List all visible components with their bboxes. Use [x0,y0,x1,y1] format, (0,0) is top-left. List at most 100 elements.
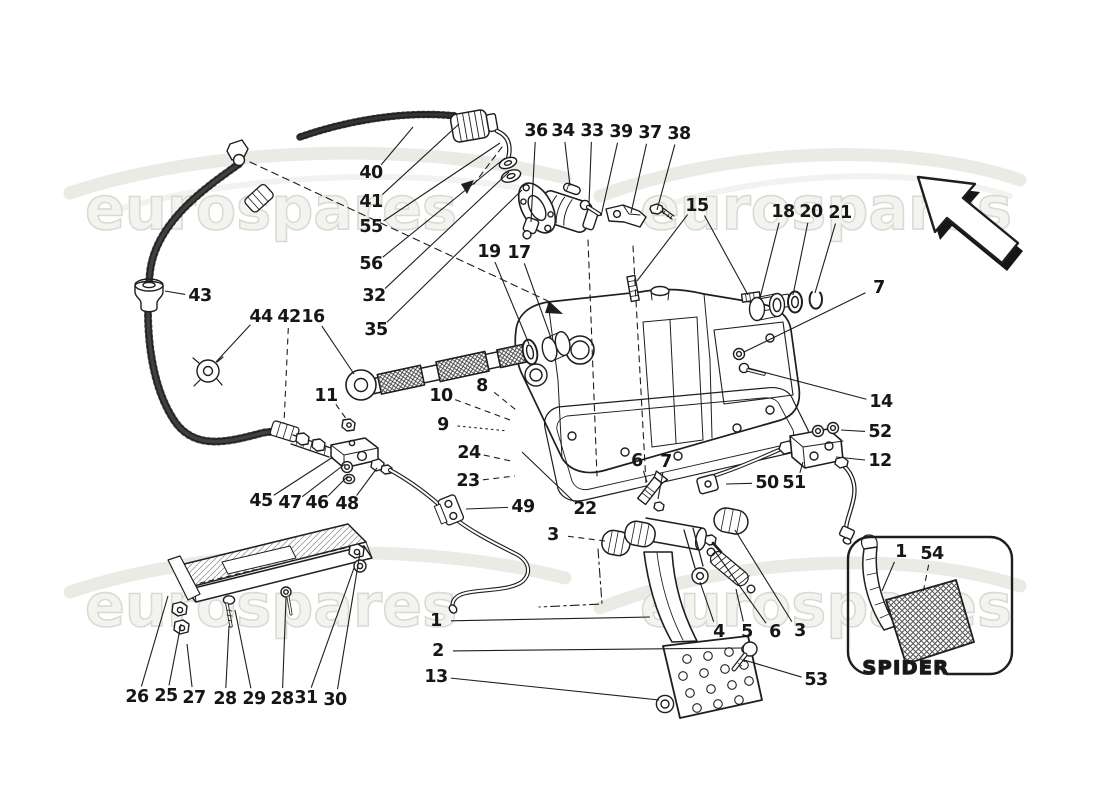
part-number-32: 32 [362,286,385,306]
part-number-17: 17 [507,243,530,263]
leader-line-30 [336,552,361,690]
spider-inset: SPIDER [846,534,1014,684]
leader-line-9 [457,425,509,432]
part-number-28: 28 [213,689,237,709]
part-number-34: 34 [551,121,575,141]
pivot-bushing-3b [624,520,656,548]
part-number-48: 48 [335,494,359,514]
watermark-text: eurospares [85,571,457,641]
leader-line-8 [493,391,517,411]
part-number-1: 1 [430,611,442,631]
leader-line-28 [225,625,230,689]
leader-line-29 [234,609,252,689]
construction-lines [249,146,647,608]
part-number-42: 42 [277,307,300,327]
bolt-6 [704,534,723,554]
seal-ring-19 [521,338,539,366]
release-link-4 [683,527,709,585]
pushrod-33 [579,199,602,217]
leader-line-35 [386,189,523,323]
part-number-21: 21 [828,203,851,223]
leader-line-7 [743,292,866,353]
part-number-35: 35 [364,320,387,340]
spider-pedal [860,534,975,665]
part-number-33: 33 [580,121,603,141]
leader-line-23 [482,475,516,481]
watermark-swoosh [107,173,558,215]
part-number-49: 49 [511,497,535,517]
hose-end-fitting [226,139,249,167]
mounting-bracket [167,523,373,635]
hose-elbow [494,128,512,162]
clutch-cable-hose [134,139,297,446]
part-number-3: 3 [547,525,559,545]
leader-line-13 [450,677,660,701]
cable-sheath-arc [296,110,460,141]
hose-elbow-12 [834,456,857,545]
leader-line-45 [273,456,334,496]
pipe-clip-49 [433,494,465,526]
leader-line-7 [657,472,664,500]
part-number-7: 7 [660,452,672,472]
leader-line-28 [282,597,287,689]
pipe-50 [696,440,795,495]
washers-52 [811,421,840,438]
watermark-swoosh [593,148,1027,203]
leader-line-4 [699,581,715,622]
leader-line-49 [465,506,509,510]
leader-line-3 [734,529,793,623]
part-number-31: 31 [294,688,317,708]
washers-55-56 [498,156,522,183]
clevis-bolt-38 [649,203,675,220]
part-number-16: 16 [301,307,325,327]
part-number-40: 40 [359,163,383,183]
leader-line-24 [483,454,512,462]
leader-line-43 [164,290,186,295]
ring-20 [787,290,803,314]
leader-line-44 [215,324,251,363]
pivot-bushing-3c [713,507,749,535]
leader-line-40 [380,126,414,166]
part-number-23: 23 [456,471,479,491]
leader-line-16 [321,325,355,375]
grommet-43 [134,278,164,313]
part-number-9: 9 [437,415,449,435]
clutch-housing-cover [514,285,801,474]
part-number-19: 19 [477,242,501,262]
part-number-10: 10 [429,386,453,406]
watermark-text: eurospares [85,174,457,244]
part-number-3: 3 [794,621,806,641]
leader-line-25 [168,623,182,686]
part-number-54: 54 [920,544,944,564]
part-number-44: 44 [249,307,273,327]
release-shaft [345,331,571,401]
part-number-47: 47 [278,493,301,513]
hose-ferrule-2 [244,183,274,213]
stop-bolt-53 [731,641,758,672]
part-number-52: 52 [868,422,891,442]
part-number-14: 14 [869,392,893,412]
part-number-26: 26 [125,687,149,707]
leader-line-14 [747,367,867,400]
snap-ring-21 [808,291,823,310]
part-number-38: 38 [667,124,691,144]
bushing-17 [541,331,571,362]
part-number-46: 46 [305,493,329,513]
part-number-1: 1 [895,542,907,562]
leader-line-50 [725,482,753,485]
cover-bolt-6-7 [636,470,669,512]
leader-line-15 [636,214,689,282]
clevis-fork-37 [605,204,647,228]
nut-11 [341,418,356,432]
part-number-15: 15 [685,196,708,216]
leader-line-39 [600,142,619,217]
part-number-43: 43 [188,286,211,306]
leader-line-1 [881,561,895,592]
leader-line-46 [327,475,349,497]
cover-right-mount [713,321,794,405]
part-number-18: 18 [771,202,795,222]
part-number-53: 53 [804,670,827,690]
leader-line-18 [759,222,780,299]
